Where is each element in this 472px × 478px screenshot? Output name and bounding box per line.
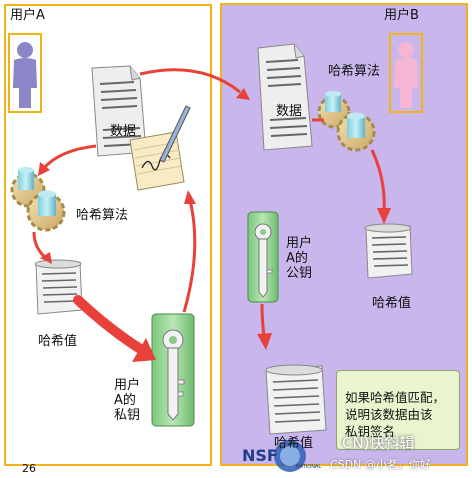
overlay-text: CN)快斜辑 (342, 434, 415, 452)
arrow-hash-to-value-b (370, 149, 391, 224)
page-number: 26 (22, 462, 36, 475)
arrow-data-to-hash-a (38, 144, 97, 176)
document-icon-a (91, 65, 147, 157)
document-icon-b (257, 43, 313, 151)
hash-algorithm-gears-a (10, 167, 66, 232)
hash-value-label-a: 哈希值 (38, 334, 78, 349)
public-key-label: 用户 A的 公钥 (286, 236, 313, 281)
user-b-icon (389, 33, 423, 113)
data-label-a: 数据 (110, 124, 137, 139)
private-key-label: 用户 A的 私钥 (114, 378, 141, 423)
data-label-b: 数据 (276, 104, 303, 119)
hash-algorithm-label-a: 哈希算法 (76, 208, 129, 223)
arrow-key-to-value-b (257, 303, 272, 350)
hash-value-label-b2: 哈希值 (274, 436, 314, 451)
hash-value-scroll-b1 (364, 223, 413, 279)
hash-value-scroll-a (34, 259, 83, 315)
arrow-hash-to-value-a (32, 231, 52, 264)
logo-subtext: NATIONAL (296, 464, 322, 470)
match-note: 如果哈希值匹配， 说明该数据由该 私钥签名 (336, 370, 460, 450)
user-b-title: 用户B (384, 8, 419, 23)
arrow-value-to-key (73, 295, 156, 362)
arrow-a-to-b (139, 68, 250, 100)
hash-algorithm-gears-b (317, 91, 376, 152)
watermark: CSDN @小茗，你好 (330, 458, 431, 471)
signature-pad-icon (129, 105, 191, 191)
hash-value-label-b1: 哈希值 (372, 296, 412, 311)
nsf-logo (274, 440, 306, 472)
public-key-card (247, 211, 279, 303)
hash-algorithm-label-b: 哈希算法 (328, 64, 381, 79)
user-a-title: 用户A (10, 8, 45, 23)
arrow-key-to-signature (182, 190, 197, 313)
user-a-icon (8, 33, 42, 113)
logo-text: NSF (242, 446, 278, 465)
private-key-card (151, 313, 195, 427)
hash-value-scroll-b2 (265, 364, 327, 435)
